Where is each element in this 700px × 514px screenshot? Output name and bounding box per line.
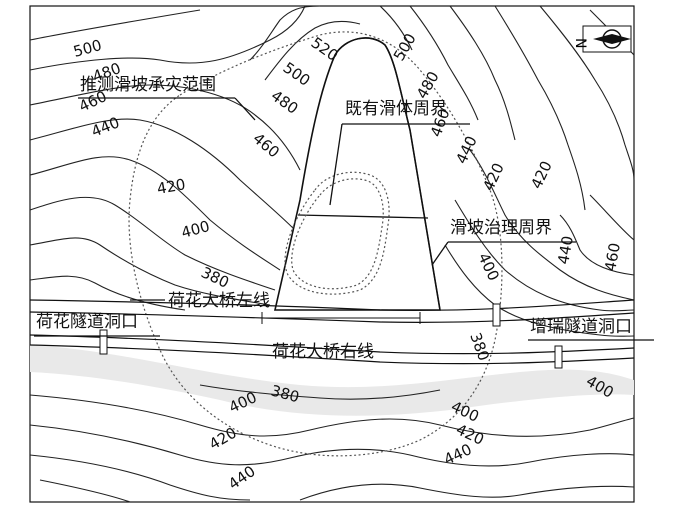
svg-text:400: 400 — [474, 250, 502, 284]
svg-text:480: 480 — [268, 87, 302, 118]
svg-text:500: 500 — [280, 59, 314, 90]
callouts: 推测滑坡承灾范围 既有滑体周界 滑坡治理周界 荷花大桥左线 荷花大桥右线 荷花隧… — [34, 75, 654, 362]
svg-text:460: 460 — [249, 129, 283, 161]
svg-text:420: 420 — [156, 175, 187, 198]
callout-bridge-left: 荷花大桥左线 — [168, 291, 270, 311]
tunnel-portal-right — [554, 345, 563, 369]
svg-text:480: 480 — [413, 68, 443, 102]
valley-deposit — [30, 345, 634, 416]
svg-text:440: 440 — [225, 462, 259, 493]
svg-text:380: 380 — [198, 263, 232, 291]
svg-text:440: 440 — [89, 113, 122, 140]
svg-text:500: 500 — [390, 30, 420, 64]
svg-text:500: 500 — [71, 36, 103, 61]
callout-treatment-boundary: 滑坡治理周界 — [450, 218, 552, 238]
svg-text:380: 380 — [466, 330, 493, 363]
callout-tunnel-left: 荷花隧道洞口 — [36, 312, 138, 332]
tunnel-portal-left — [99, 329, 108, 355]
svg-text:400: 400 — [179, 217, 211, 242]
svg-text:420: 420 — [479, 160, 507, 194]
callout-bridge-right: 荷花大桥右线 — [272, 342, 374, 362]
svg-text:440: 440 — [554, 234, 577, 265]
svg-text:420: 420 — [527, 158, 555, 192]
north-label: N — [572, 38, 588, 48]
existing-slide-outline — [334, 37, 441, 311]
slide-cross-line — [297, 214, 429, 219]
callout-existing-slide: 既有滑体周界 — [345, 99, 447, 119]
map-frame — [29, 5, 635, 503]
contour-lines — [29, 5, 635, 503]
svg-text:460: 460 — [601, 241, 624, 272]
inferred-hazard-boundary — [128, 31, 503, 457]
bridge-lines — [29, 299, 635, 369]
callout-tunnel-right: 增瑞隧道洞口 — [530, 317, 632, 337]
tunnel-portal-right-upper — [492, 303, 501, 327]
north-arrow: N — [572, 25, 632, 53]
svg-text:440: 440 — [452, 133, 480, 167]
callout-inferred-hazard: 推测滑坡承灾范围 — [80, 75, 216, 95]
span-ticks — [261, 312, 421, 324]
